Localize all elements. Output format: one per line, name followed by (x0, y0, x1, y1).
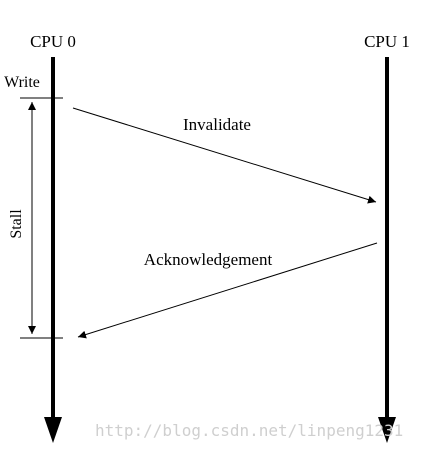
cpu1-label: CPU 1 (364, 32, 410, 51)
invalidate-label: Invalidate (183, 115, 251, 134)
acknowledgement-label: Acknowledgement (144, 250, 273, 269)
write-label: Write (4, 74, 40, 91)
invalidate-arrow (72, 107, 377, 204)
cpu0-label: CPU 0 (30, 32, 76, 51)
watermark-text: http://blog.csdn.net/linpeng1231 (95, 421, 403, 440)
stall-label: Stall (8, 209, 25, 239)
acknowledgement-arrow (77, 242, 378, 339)
cpu1-timeline-arrowhead (378, 417, 396, 443)
cpu0-timeline-arrowhead (44, 417, 62, 443)
